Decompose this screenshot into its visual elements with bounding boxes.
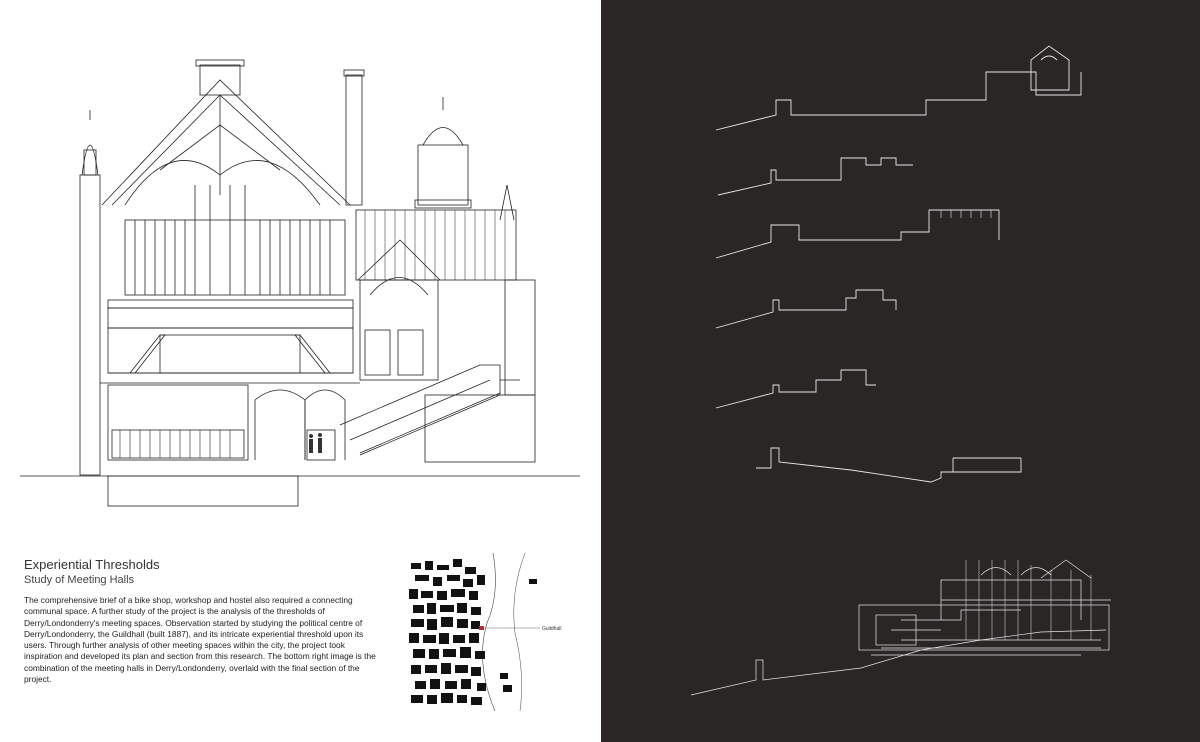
guildhall-section-drawing bbox=[20, 59, 580, 507]
text-block: Experiential Thresholds Study of Meeting… bbox=[24, 557, 404, 685]
location-map: Guildhall bbox=[405, 553, 580, 711]
grand-staircase bbox=[339, 364, 501, 456]
map-label-guildhall: Guildhall bbox=[542, 626, 561, 632]
human-figures bbox=[309, 433, 322, 453]
page-title: Experiential Thresholds bbox=[24, 557, 160, 572]
organ-pipes bbox=[124, 185, 346, 296]
section-profile-1 bbox=[715, 45, 1082, 131]
section-profile-6 bbox=[756, 447, 1022, 483]
section-profile-5 bbox=[715, 369, 876, 409]
page-subtitle: Study of Meeting Halls bbox=[24, 574, 135, 586]
section-profile-2 bbox=[717, 157, 913, 196]
description-paragraph: The comprehensive brief of a bike shop, … bbox=[24, 595, 376, 685]
left-panel: Experiential Thresholds Study of Meeting… bbox=[20, 59, 580, 711]
guildhall-marker bbox=[479, 626, 484, 630]
composite-overlay-section bbox=[690, 559, 1111, 696]
right-panel bbox=[601, 0, 1200, 742]
section-profile-3 bbox=[715, 209, 1000, 259]
section-profile-4 bbox=[715, 289, 897, 329]
meeting-hall-sections bbox=[690, 45, 1111, 696]
map-city-blocks bbox=[409, 559, 537, 705]
